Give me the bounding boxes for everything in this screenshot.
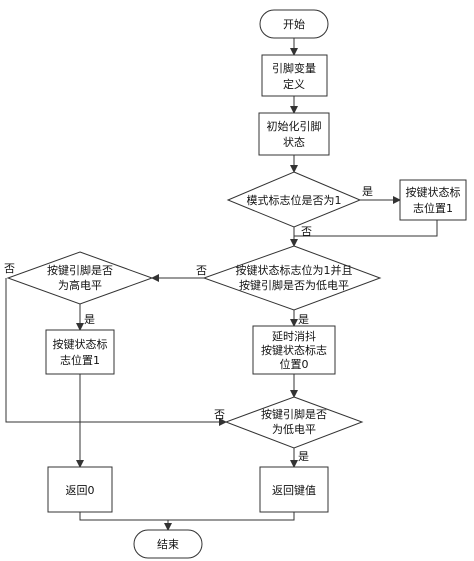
debounce-box [252,325,336,375]
key-low-line-1: 按键引脚是否 [261,407,327,421]
define-pins-line-2: 定义 [283,77,305,91]
return-zero-node: 返回0 [47,466,113,513]
set-key-flag-right-node: 按键状态标 志位置1 [399,179,467,221]
init-pins-node: 初始化引脚 状态 [258,112,330,156]
define-pins-node: 引脚变量 定义 [261,54,328,97]
combo-line-2: 按键引脚是否为低电平 [239,278,349,292]
edge-labels: 是 否 否 是 否 是 否 是 [4,185,373,463]
edges [5,38,438,531]
combo-line-1: 按键状态标志位为1并且 [236,263,353,277]
key-high-line-1: 按键引脚是否 [47,263,113,277]
key-high-decision: 按键引脚是否 为高电平 [6,251,154,305]
key-low-line-2: 为低电平 [272,423,316,436]
debounce-node: 延时消抖 按键状态标志 位置0 [252,325,336,375]
set-key-flag-left-box [45,329,115,375]
mode-yes-label: 是 [362,185,373,198]
set-key-flag-left-line-1: 按键状态标 [53,337,108,351]
set-key-flag-left-node: 按键状态标 志位置1 [45,329,115,375]
return-key-box [259,466,329,513]
high-yes-label: 是 [84,313,95,326]
debounce-line-2: 按键状态标志 [261,343,327,357]
combo-yes-label: 是 [298,313,309,326]
return-zero-label: 返回0 [66,484,95,497]
return-key-label: 返回键值 [272,483,316,497]
init-pins-box [258,112,330,156]
edge-setflag-return [294,220,438,237]
mode-no-label: 否 [301,225,312,238]
return-key-node: 返回键值 [259,466,329,513]
combo-diamond [202,245,382,311]
set-key-flag-left-line-2: 志位置1 [60,353,100,367]
start-label: 开始 [283,17,305,31]
key-high-line-2: 为高电平 [58,278,102,292]
combo-no-label: 否 [196,264,207,277]
mode-flag-diamond [226,171,362,228]
edge-high-no [5,278,227,426]
debounce-line-3: 位置0 [280,357,309,371]
init-pins-line-1: 初始化引脚 [267,119,322,133]
init-pins-line-2: 状态 [283,135,305,149]
mode-flag-decision: 模式标志位是否为1 [226,171,362,228]
low-no-label: 否 [214,408,225,421]
edge-merge-returns [79,512,295,521]
key-low-decision: 按键引脚是否 为低电平 [224,396,364,449]
end-label: 结束 [157,538,179,551]
key-low-diamond [224,396,364,449]
combo-decision: 按键状态标志位为1并且 按键引脚是否为低电平 [202,245,382,311]
key-high-diamond [6,251,154,305]
start-node: 开始 [259,9,329,39]
end-node: 结束 [133,529,203,559]
return-zero-box [47,466,113,513]
set-key-flag-right-line-2: 志位置1 [413,201,453,215]
high-no-label: 否 [4,262,15,275]
debounce-line-1: 延时消抖 [272,329,316,343]
set-key-flag-right-box [399,179,467,221]
mode-flag-label: 模式标志位是否为1 [247,193,342,207]
define-pins-box [261,54,328,97]
end-shape [133,529,203,559]
set-key-flag-right-line-1: 按键状态标 [406,185,461,199]
low-yes-label: 是 [298,450,309,463]
start-shape [259,9,329,39]
define-pins-line-1: 引脚变量 [272,61,316,75]
